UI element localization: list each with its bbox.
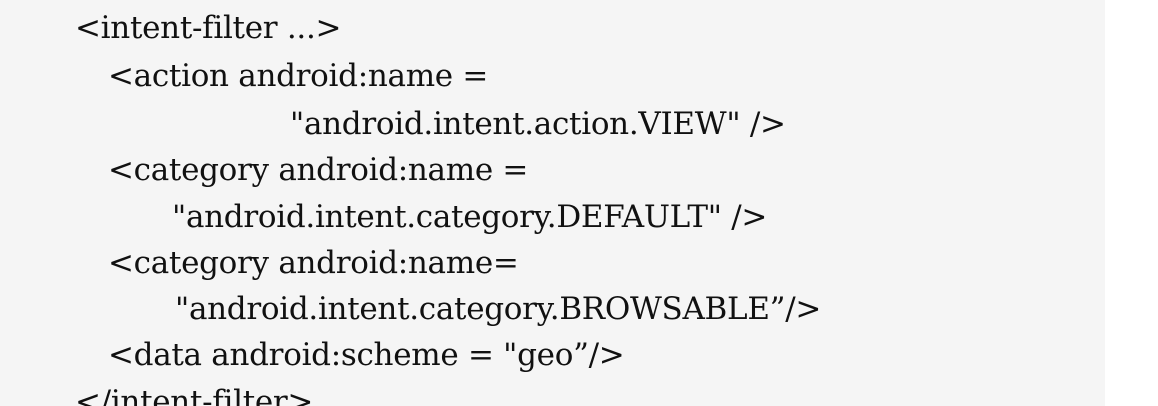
code-line-category-default-value: "android.intent.category.DEFAULT" /> xyxy=(172,199,768,235)
code-line-category-browsable-value: "android.intent.category.BROWSABLE”/> xyxy=(175,291,822,327)
code-block: <intent-filter ...> <action android:name… xyxy=(75,10,822,406)
code-line-action: <action android:name = xyxy=(108,58,489,94)
code-line-category-default: <category android:name = xyxy=(108,152,529,188)
code-line-action-value: "android.intent.action.VIEW" /> xyxy=(290,106,786,142)
code-line-category-browsable: <category android:name= xyxy=(108,245,519,281)
code-line-data-scheme: <data android:scheme = "geo”/> xyxy=(108,337,625,373)
code-line-intent-filter-close: </intent-filter> xyxy=(75,384,314,406)
code-line-intent-filter-open: <intent-filter ...> xyxy=(75,10,342,46)
